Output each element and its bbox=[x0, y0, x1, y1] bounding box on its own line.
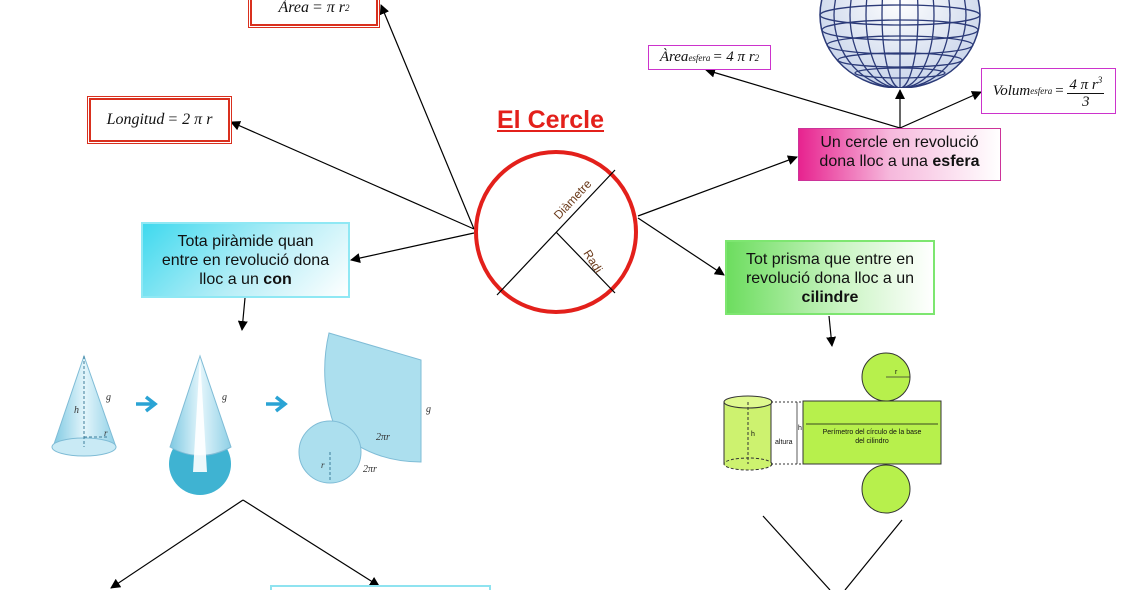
cone-box-line3-text: lloc a un bbox=[199, 271, 264, 288]
cylinder-branch-left bbox=[762, 515, 831, 590]
area-circle-name: Àrea bbox=[278, 0, 309, 16]
page-title: El Cercle bbox=[497, 106, 605, 134]
cyl-perimeter-1: Perímetro del círculo de la base bbox=[823, 429, 922, 436]
cylinder-illustration: h altura h r Perímetro del círculo de la… bbox=[723, 352, 942, 514]
sphere-box: Un cercle en revolució dona lloc a una e… bbox=[798, 128, 1001, 181]
cyl-r-label: r bbox=[895, 369, 898, 376]
net-arc-label-1: 2πr bbox=[376, 432, 390, 443]
cone-box-line1: Tota piràmide quan bbox=[177, 233, 314, 250]
cyl-h2-label: h bbox=[798, 425, 802, 432]
volum-sphere-sub: esfera bbox=[1030, 86, 1053, 96]
main-circle-figure: Diàmetre Radi bbox=[474, 150, 638, 314]
area-sphere-exp: 2 bbox=[754, 52, 760, 63]
longitud-name: Longitud bbox=[106, 111, 165, 128]
sphere-box-line2: dona lloc a una esfera bbox=[805, 152, 994, 171]
cone-r-label: r bbox=[104, 428, 108, 438]
cyl-altura-label: altura bbox=[775, 439, 793, 446]
arrow-to-sphere-box bbox=[637, 155, 798, 217]
blue-arrow-1 bbox=[136, 395, 158, 413]
area-circle-exp: 2 bbox=[345, 3, 350, 13]
cyl-perimeter-2: del cilindro bbox=[855, 438, 889, 445]
sphere-illustration bbox=[819, 0, 981, 88]
cylinder-branch-right bbox=[844, 519, 903, 590]
volum-num: 4 π r bbox=[1069, 77, 1098, 93]
volum-sphere-eq: = bbox=[1054, 82, 1065, 99]
area-sphere-sub: esfera bbox=[688, 52, 711, 63]
area-circle-rhs: = π r bbox=[311, 0, 346, 16]
cone-2-g-label: g bbox=[222, 392, 227, 403]
volum-fraction: 4 π r3 3 bbox=[1067, 72, 1105, 110]
arrow-sphere-to-volum bbox=[899, 91, 982, 129]
connectors bbox=[110, 4, 982, 590]
arrow-sphere-to-area bbox=[705, 67, 901, 129]
area-sphere-rhs: = 4 π r bbox=[712, 49, 755, 65]
cone-box-line2: entre en revolució dona bbox=[161, 252, 330, 269]
cylinder-box-line3: cilindre bbox=[733, 288, 927, 307]
volum-num-exp: 3 bbox=[1097, 75, 1103, 85]
arrow-cylinder-box-down bbox=[826, 315, 837, 347]
cone-box: Tota piràmide quan entre en revolució do… bbox=[141, 222, 350, 298]
arrow-to-cone-box bbox=[350, 232, 475, 263]
sphere-box-line1: Un cercle en revolució bbox=[820, 134, 979, 151]
net-r-label: r bbox=[321, 460, 325, 470]
arrow-cone-branch-right bbox=[242, 499, 380, 587]
sphere-box-line2-text: dona lloc a una bbox=[819, 153, 933, 170]
bottom-box-fragment bbox=[270, 585, 491, 590]
cone-box-bold: con bbox=[263, 271, 292, 288]
main-circle bbox=[474, 150, 638, 314]
longitud-formula: Longitud = 2 π r bbox=[87, 96, 232, 144]
blue-arrow-2 bbox=[266, 395, 288, 413]
longitud-rhs: = 2 π r bbox=[167, 111, 213, 128]
arrow-cone-box-down bbox=[237, 297, 248, 331]
volum-sphere-name: Volum bbox=[992, 82, 1031, 99]
arrow-to-longitud-formula bbox=[230, 121, 475, 230]
cyl-lateral-rect bbox=[802, 400, 942, 465]
radius-line bbox=[555, 231, 616, 294]
cyl-h-label: h bbox=[751, 431, 755, 438]
arrow-cone-branch-left bbox=[110, 499, 244, 589]
cone-illustration: h g r g r g 2πr 2πr bbox=[51, 332, 431, 495]
volum-den: 3 bbox=[1082, 94, 1090, 110]
area-sphere-name: Àrea bbox=[659, 49, 689, 65]
cylinder-box: Tot prisma que entre en revolució dona l… bbox=[725, 240, 935, 315]
arrow-to-cylinder-box bbox=[637, 217, 725, 276]
cylinder-box-line2: revolució dona lloc a un bbox=[745, 270, 915, 287]
sphere-box-bold: esfera bbox=[932, 153, 980, 170]
cylinder-box-bold: cilindre bbox=[801, 289, 859, 306]
cone-h-label: h bbox=[74, 405, 79, 416]
net-g-label: g bbox=[426, 404, 431, 415]
cyl-bottom-disc bbox=[861, 464, 911, 514]
arrow-to-area-formula bbox=[379, 4, 475, 230]
cone-box-line3: lloc a un con bbox=[149, 270, 342, 289]
cylinder-box-line1: Tot prisma que entre en bbox=[745, 251, 915, 268]
net-arc-label-2: 2πr bbox=[363, 464, 377, 475]
cone-g-label: g bbox=[106, 392, 111, 403]
